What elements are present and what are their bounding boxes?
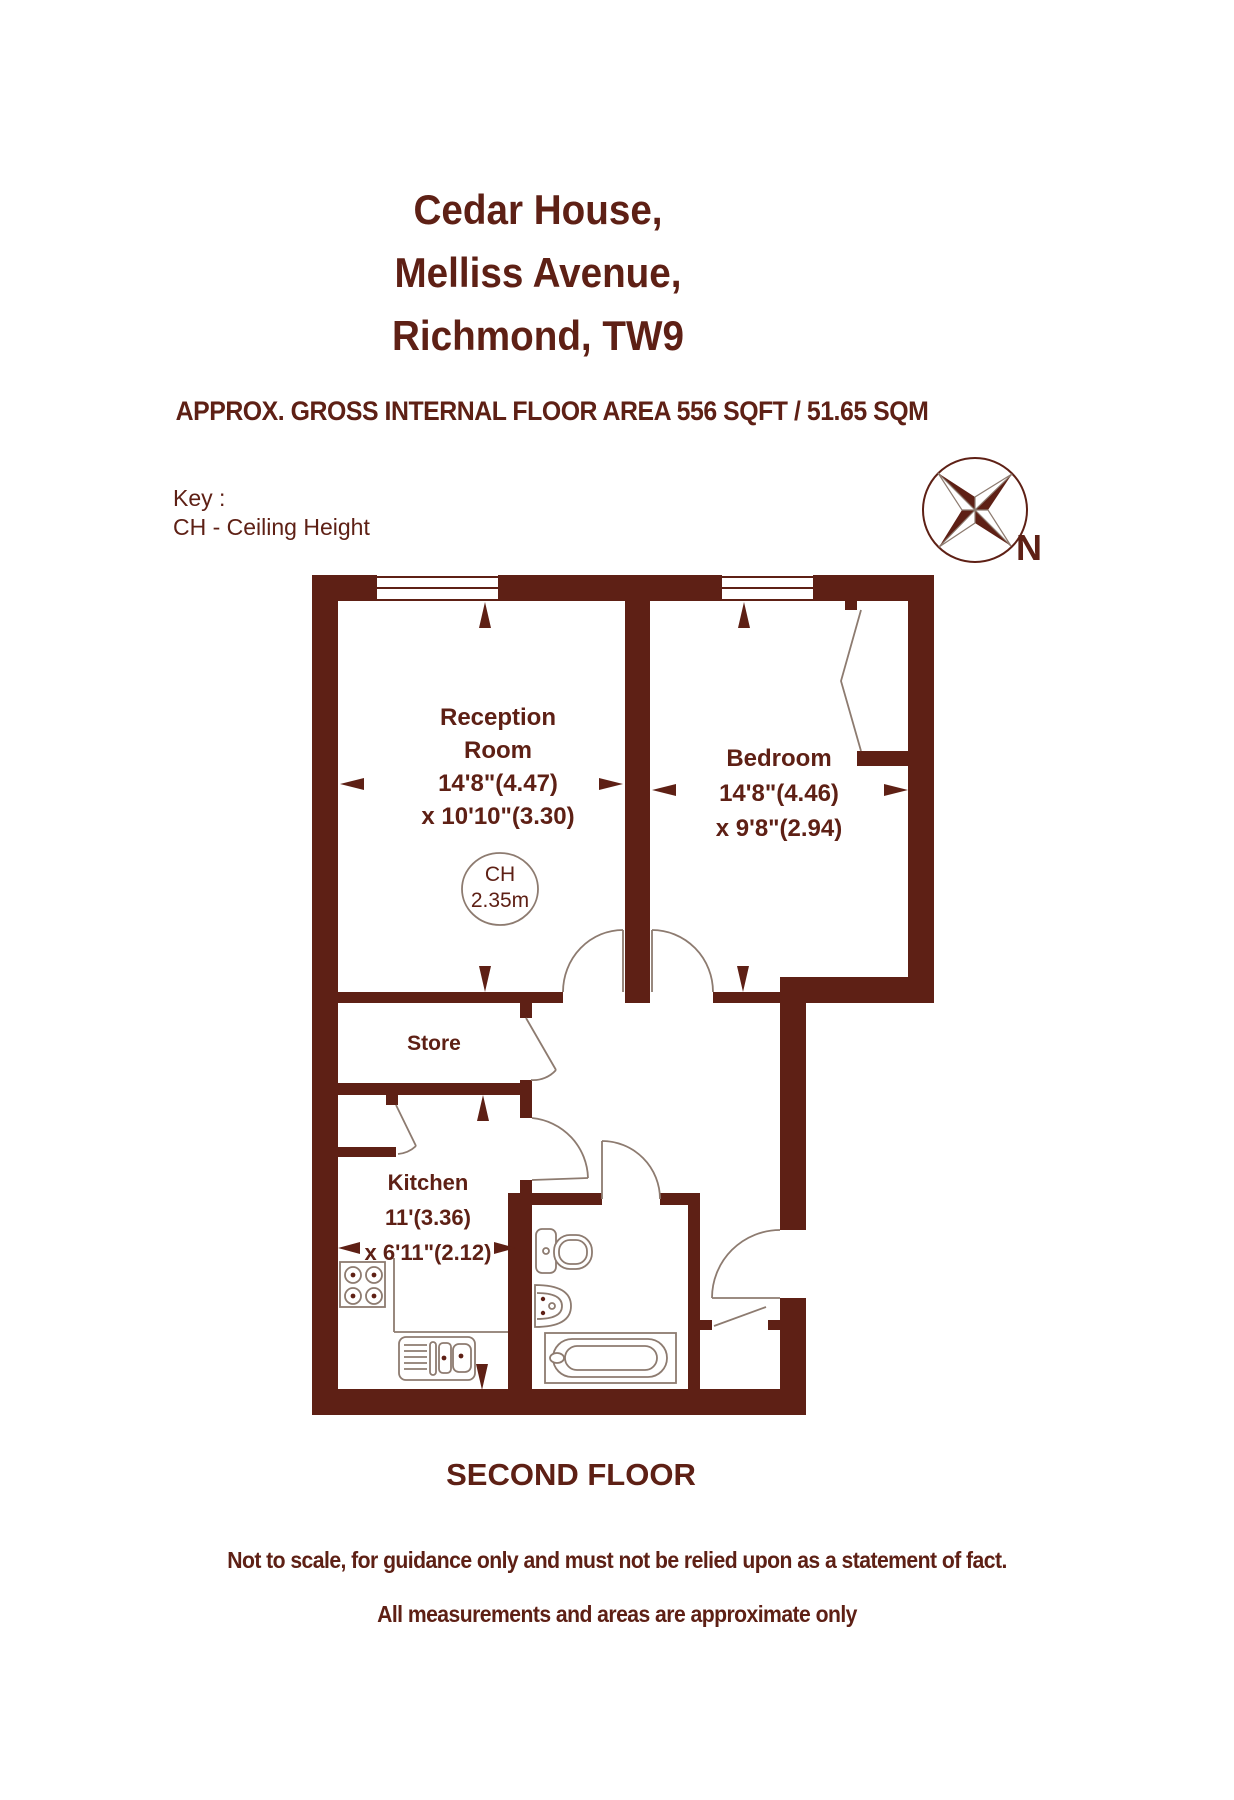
dimension-arrows	[338, 602, 908, 1390]
counter-lines	[393, 1258, 508, 1333]
kitchen-dim-2: x 6'11"(2.12)	[364, 1240, 492, 1265]
room-label-bedroom: Bedroom 14'8"(4.46) x 9'8"(2.94)	[679, 741, 879, 846]
window-icon	[377, 576, 813, 601]
sink-icon	[398, 1336, 476, 1381]
ceiling-height-note: CH 2.35m	[450, 862, 550, 914]
room-label-store: Store	[407, 1032, 461, 1055]
reception-dim-1: 14'8"(4.47)	[438, 770, 558, 797]
room-label-kitchen: Kitchen 11'(3.36) x 6'11"(2.12)	[348, 1165, 508, 1270]
key-entry: CH - Ceiling Height	[173, 514, 370, 540]
toilet-icon	[535, 1228, 593, 1274]
room-label-reception: Reception Room 14'8"(4.47) x 10'10"(3.30…	[398, 701, 598, 833]
floor-label: SECOND FLOOR	[446, 1457, 696, 1492]
door-arcs	[395, 609, 862, 1327]
disclaimer-line-1: Not to scale, for guidance only and must…	[227, 1547, 1007, 1573]
reception-name-1: Reception	[439, 704, 556, 731]
ch-value: 2.35m	[470, 889, 530, 912]
basin-icon	[534, 1284, 572, 1328]
ceiling-height-circle	[461, 852, 539, 926]
bedroom-dim-1: 14'8"(4.46)	[719, 780, 839, 807]
bedroom-dim-2: x 9'8"(2.94)	[715, 815, 843, 842]
kitchen-name: Kitchen	[387, 1170, 469, 1195]
kitchen-dim-1: 11'(3.36)	[385, 1205, 471, 1230]
key-legend: Key : CH - Ceiling Height	[173, 484, 573, 542]
key-label: Key :	[173, 485, 226, 511]
bifold-door-icon	[840, 609, 862, 752]
title-line-3: Richmond, TW9	[392, 312, 684, 359]
reception-dim-2: x 10'10"(3.30)	[421, 803, 575, 830]
ch-label: CH	[484, 863, 516, 886]
north-label: N	[1016, 527, 1042, 568]
bedroom-name: Bedroom	[726, 745, 832, 772]
compass-icon	[922, 457, 1028, 563]
hob-icon	[339, 1261, 386, 1308]
page-title: Cedar House, Melliss Avenue, Richmond, T…	[216, 178, 860, 367]
reception-name-2: Room	[464, 737, 532, 764]
walls	[312, 575, 934, 1415]
floor-area-line: APPROX. GROSS INTERNAL FLOOR AREA 556 SQ…	[175, 396, 929, 426]
bathtub-icon	[544, 1332, 677, 1384]
disclaimer-line-2: All measurements and areas are approxima…	[377, 1601, 857, 1627]
title-line-2: Melliss Avenue,	[394, 249, 682, 296]
title-line-1: Cedar House,	[413, 186, 663, 233]
